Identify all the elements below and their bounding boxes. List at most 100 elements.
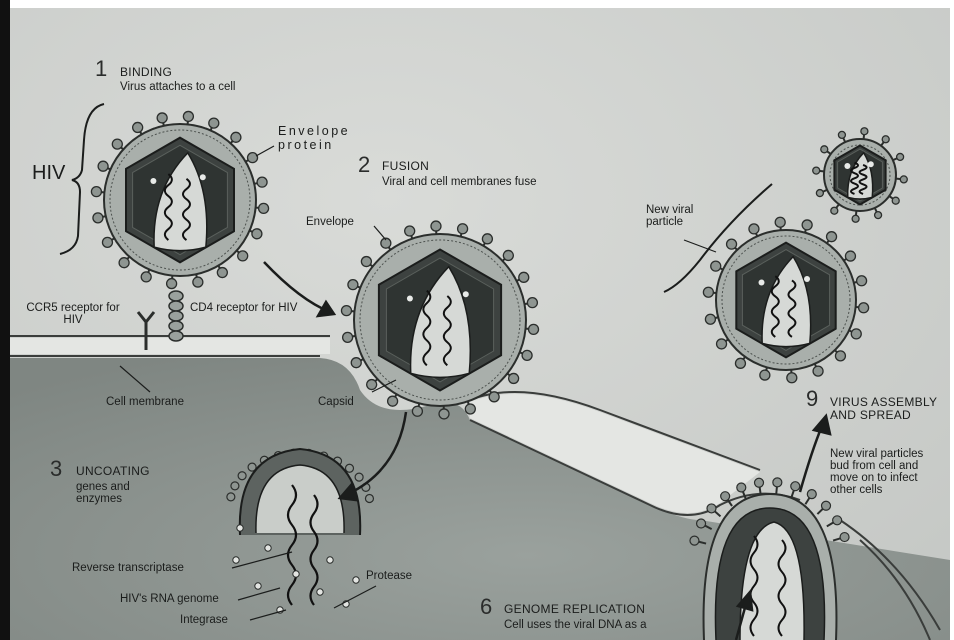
spike-knob	[482, 234, 492, 244]
bud-spike-knob	[822, 501, 831, 510]
spike-knob	[112, 139, 122, 149]
spike-knob	[367, 380, 377, 390]
enzyme-particle	[255, 583, 261, 589]
spike-knob	[248, 153, 258, 163]
spike-knob	[816, 190, 823, 197]
step-3-title: UNCOATING	[76, 465, 150, 477]
new-viral-particle-label: New viral particle	[646, 204, 710, 228]
enzyme-dot	[868, 161, 874, 167]
step-3-number: 3	[50, 458, 62, 480]
spike-knob	[252, 229, 262, 239]
spike-knob	[845, 251, 855, 261]
spike-knob	[238, 251, 248, 261]
spike-knob	[857, 276, 867, 286]
envelope-protein-label: Envelope protein	[278, 124, 388, 152]
spike-knob	[735, 358, 745, 368]
spike-knob	[897, 153, 904, 160]
spike-knob	[827, 232, 837, 242]
spike-knob	[157, 113, 167, 123]
spike-knob	[351, 358, 361, 368]
bud-spike-knob	[807, 490, 816, 499]
enzyme-dot	[150, 178, 156, 184]
spike-knob	[717, 339, 727, 349]
bud-spike-knob	[833, 516, 842, 525]
enzyme-dot	[844, 163, 850, 169]
spike-knob	[802, 220, 812, 230]
protease-label: Protease	[366, 570, 412, 582]
spike-knob	[787, 373, 797, 383]
spike-knob	[458, 224, 468, 234]
spike-knob	[892, 197, 899, 204]
step-2-desc: Viral and cell membranes fuse	[382, 176, 536, 188]
spike-knob	[900, 176, 907, 183]
spike-knob	[838, 131, 845, 138]
envelope-label: Envelope	[306, 216, 354, 228]
step-9-title: VIRUS ASSEMBLY AND SPREAD	[830, 396, 950, 422]
step-6-title: GENOME REPLICATION	[504, 603, 645, 615]
enzyme-particle	[327, 557, 333, 563]
spike-knob	[882, 136, 889, 143]
spike-knob	[749, 224, 759, 234]
spike-knob	[119, 258, 129, 268]
spike-knob	[341, 306, 351, 316]
spike-knob	[703, 287, 713, 297]
bud-spike-knob	[773, 478, 782, 487]
step-1-desc: Virus attaches to a cell	[120, 81, 260, 93]
step-1-title: BINDING	[120, 66, 172, 78]
spike-knob	[257, 177, 267, 187]
spike-knob	[503, 250, 513, 260]
bud-spike-knob	[737, 483, 746, 492]
enzyme-particle	[237, 525, 243, 531]
enzyme-particle	[317, 589, 323, 595]
spike-knob	[760, 370, 770, 380]
step-6-number: 6	[480, 596, 492, 618]
capsid-fragment	[365, 494, 373, 502]
enzyme-particle	[293, 571, 299, 577]
cell-membrane-band	[10, 338, 330, 354]
rna-genome-label: HIV's RNA genome	[120, 593, 219, 605]
spike-knob	[509, 373, 519, 383]
capsid-fragment	[238, 472, 246, 480]
bud-spike-knob	[791, 482, 800, 491]
spike-knob	[835, 351, 845, 361]
step-3-desc: genes and enzymes	[76, 481, 156, 505]
spike-knob	[489, 392, 499, 402]
enzyme-particle	[353, 577, 359, 583]
hiv-label: HIV	[32, 163, 65, 183]
step-9-desc: New viral particles bud from cell and mo…	[830, 448, 942, 496]
spike-knob	[522, 350, 532, 360]
step-6-desc: Cell uses the viral DNA as a	[504, 619, 647, 631]
step-1-number: 1	[95, 58, 107, 80]
enzyme-particle	[265, 545, 271, 551]
spike-knob	[193, 277, 203, 287]
enzyme-dot	[200, 174, 206, 180]
spike-knob	[821, 146, 828, 153]
spike-knob	[775, 217, 785, 227]
capsid-fragment	[231, 482, 239, 490]
bud-spike-knob	[755, 478, 764, 487]
spike-knob	[361, 257, 371, 267]
capsid-fragment	[355, 473, 363, 481]
spike-knob	[859, 303, 869, 313]
capsid-fragment	[345, 464, 353, 472]
cell-membrane-label: Cell membrane	[106, 396, 184, 408]
spike-knob	[102, 237, 112, 247]
spike-knob	[813, 366, 823, 376]
left-dark-border	[0, 0, 10, 640]
enzyme-dot	[759, 280, 765, 286]
spike-knob	[711, 261, 721, 271]
spike-knob	[98, 161, 108, 171]
cd4-label: CD4 receptor for HIV	[190, 302, 320, 314]
enzyme-dot	[463, 291, 469, 297]
spike-knob	[875, 212, 882, 219]
spike-knob	[431, 221, 441, 231]
spike-knob	[851, 329, 861, 339]
spike-knob	[231, 132, 241, 142]
spike-knob	[519, 272, 529, 282]
spike-knob	[831, 207, 838, 214]
spike-knob	[167, 279, 177, 289]
spike-knob	[465, 404, 475, 414]
cd4-receptor	[169, 291, 183, 341]
spike-knob	[141, 272, 151, 282]
capsid-label: Capsid	[318, 396, 354, 408]
